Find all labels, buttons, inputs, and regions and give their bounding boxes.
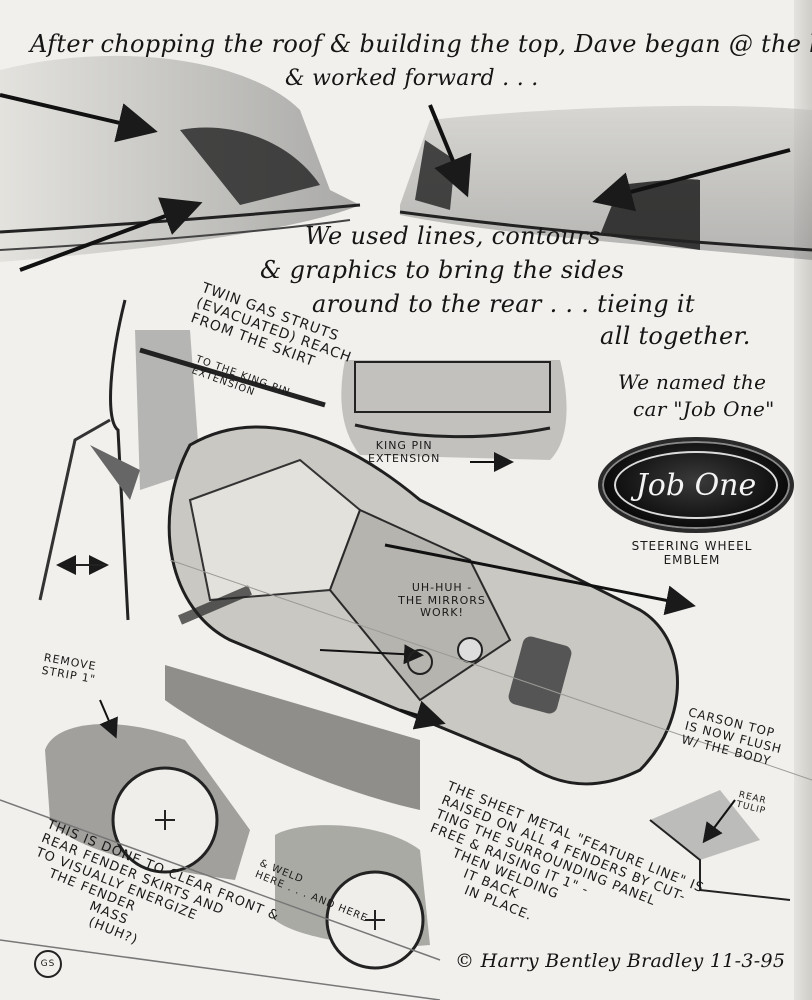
top-note-line1: After chopping the roof & building the t… [30,30,812,58]
rear-tulip-sketch [649,790,791,901]
rear-fender-right-sketch [399,104,812,260]
named-note-line1: We named the [618,370,767,394]
named-note-line2: car "Job One" [633,397,775,421]
rear-fender-left-sketch [0,55,361,272]
page-divider-line [169,559,812,781]
gas-strut-mechanism-sketch [38,299,326,621]
lines-note-line1: We used lines, contours [305,222,601,250]
artist-signature: © Harry Bentley Bradley 11-3-95 [455,950,786,972]
lines-note-line3: around to the rear . . . tieing it [312,290,695,318]
emblem-text: Job One [614,451,778,519]
job-one-emblem: Job One [598,437,794,533]
top-note-line2: & worked forward . . . [285,66,539,91]
king-pin-extension-sketch [341,360,567,472]
fender-detail-sketch [0,665,441,1000]
artist-initials: GS [34,950,62,978]
lines-note-line2: & graphics to bring the sides [260,256,625,284]
mirrors-note: Uh-huh - the mirrors work! [398,581,486,620]
lines-note-line4: all together. [600,322,751,350]
steering-wheel-label: Steering wheel emblem [631,539,753,567]
car-top-view-sketch [167,425,696,786]
king-pin-label: King pin extension [368,439,441,465]
